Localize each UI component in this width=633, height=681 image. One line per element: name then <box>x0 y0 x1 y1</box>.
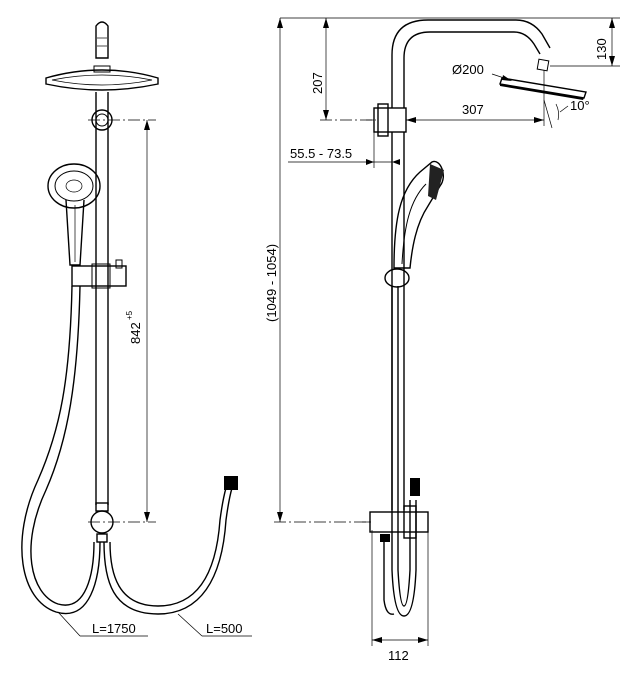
dim-total-height-label: (1049 - 1054) <box>264 244 279 322</box>
lower-mixer-connector <box>90 502 114 543</box>
dim-total-height: (1049 - 1054) <box>264 18 372 523</box>
dim-842: 842 +5 <box>88 119 156 523</box>
dim-angle-label: 10° <box>570 98 590 113</box>
slide-bar-holder <box>71 259 127 289</box>
hose-labels: L=1750 L=500 <box>57 611 252 637</box>
dim-angle: 10° <box>543 98 590 129</box>
dim-diameter: Ø200 <box>452 62 512 81</box>
riser-with-arm <box>391 19 551 510</box>
dim-130: 130 <box>550 18 620 67</box>
dim-130-label: 130 <box>594 38 609 60</box>
dim-842-tolerance: +5 <box>125 310 134 320</box>
riser-top-cap <box>95 21 109 59</box>
hose-1750-label: L=1750 <box>92 621 136 636</box>
dim-wall-distance: 55.5 - 73.5 <box>288 126 400 168</box>
hand-shower-side <box>384 160 444 288</box>
dim-112: 112 <box>371 530 429 663</box>
hand-shower <box>47 163 101 266</box>
dim-diameter-label: Ø200 <box>452 62 484 77</box>
front-view: 842 +5 L=1750 L=500 <box>21 21 252 637</box>
dim-207: 207 <box>310 18 376 121</box>
dim-wall-distance-label: 55.5 - 73.5 <box>290 146 352 161</box>
shower-hose-side <box>380 286 420 617</box>
hose-500-label: L=500 <box>206 621 243 636</box>
side-view: (1049 - 1054) 207 130 Ø200 <box>264 17 620 663</box>
overhead-shower-head <box>45 65 159 91</box>
dim-307-label: 307 <box>462 102 484 117</box>
dim-842-label: 842 <box>128 322 143 344</box>
dim-112-label: 112 <box>388 648 409 663</box>
dim-307: 307 <box>406 70 545 126</box>
overhead-shower-head-side <box>499 58 587 100</box>
dim-207-label: 207 <box>310 72 325 94</box>
shower-hose <box>21 285 238 615</box>
